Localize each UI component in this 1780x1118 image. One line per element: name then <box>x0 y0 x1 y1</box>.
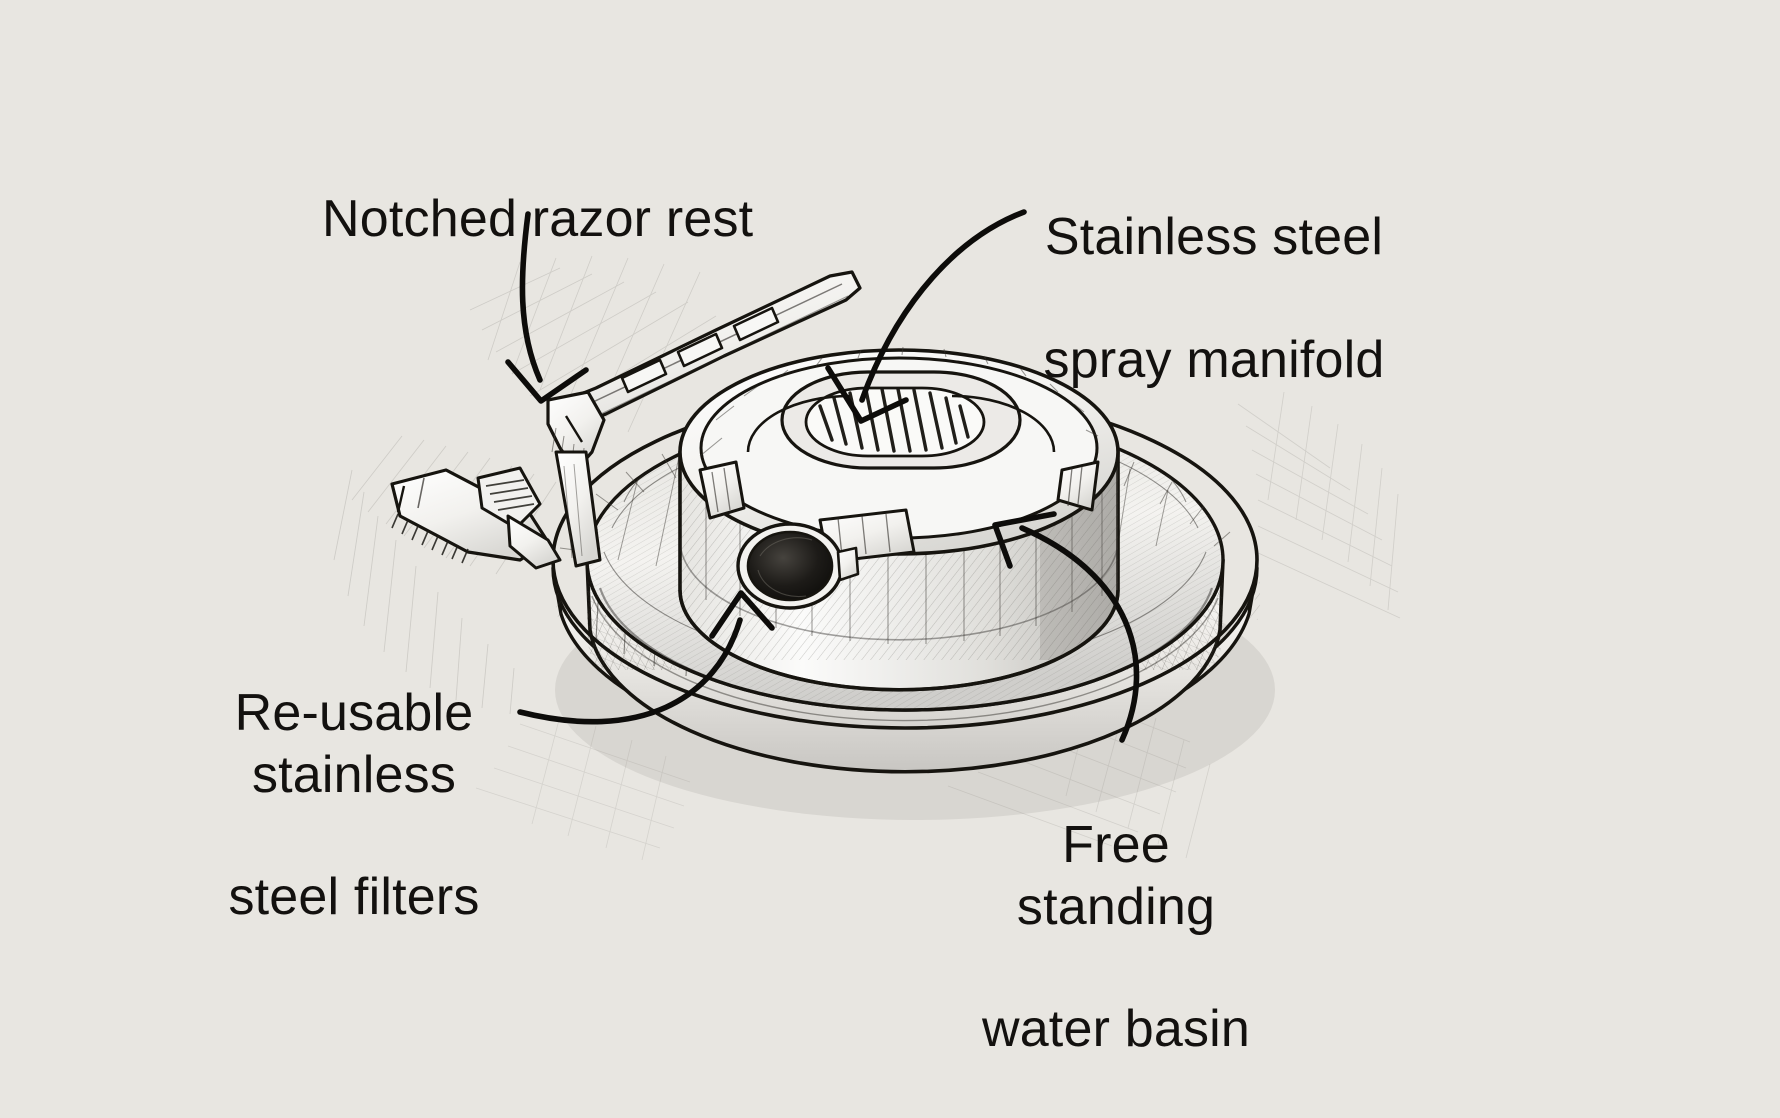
manifold-grille <box>804 386 986 458</box>
razor-and-rest <box>390 270 862 570</box>
callout-line: Free standing <box>1016 816 1216 936</box>
callout-line: Stainless steel <box>1044 208 1384 267</box>
callout-free-standing-water-basin: Free standing water basin <box>958 754 1274 1118</box>
arrow-reusable-filters <box>517 590 775 725</box>
arrow-notched-razor-rest <box>505 211 589 404</box>
filter-port <box>736 522 860 610</box>
callout-notched-razor-rest: Notched razor rest <box>322 128 753 312</box>
callout-line: Notched razor rest <box>322 190 754 249</box>
callout-arrows <box>505 209 1140 743</box>
callout-line: spray manifold <box>1043 331 1385 390</box>
callout-stainless-steel-spray-manifold: Stainless steel spray manifold <box>1040 146 1388 453</box>
callout-line: steel filters <box>228 868 480 927</box>
safety-razor <box>390 466 562 570</box>
callout-line: water basin <box>981 1000 1251 1059</box>
callout-reusable-steel-filters: Re-usable stainless steel filters <box>142 622 566 990</box>
callout-line: Re-usable stainless <box>234 684 474 804</box>
notched-razor-rest-part <box>546 270 862 568</box>
spray-manifold-part <box>780 370 1022 470</box>
spray-manifold-unit <box>678 346 1120 692</box>
arrow-free-standing-basin <box>992 511 1140 743</box>
arrow-spray-manifold <box>825 209 1027 424</box>
